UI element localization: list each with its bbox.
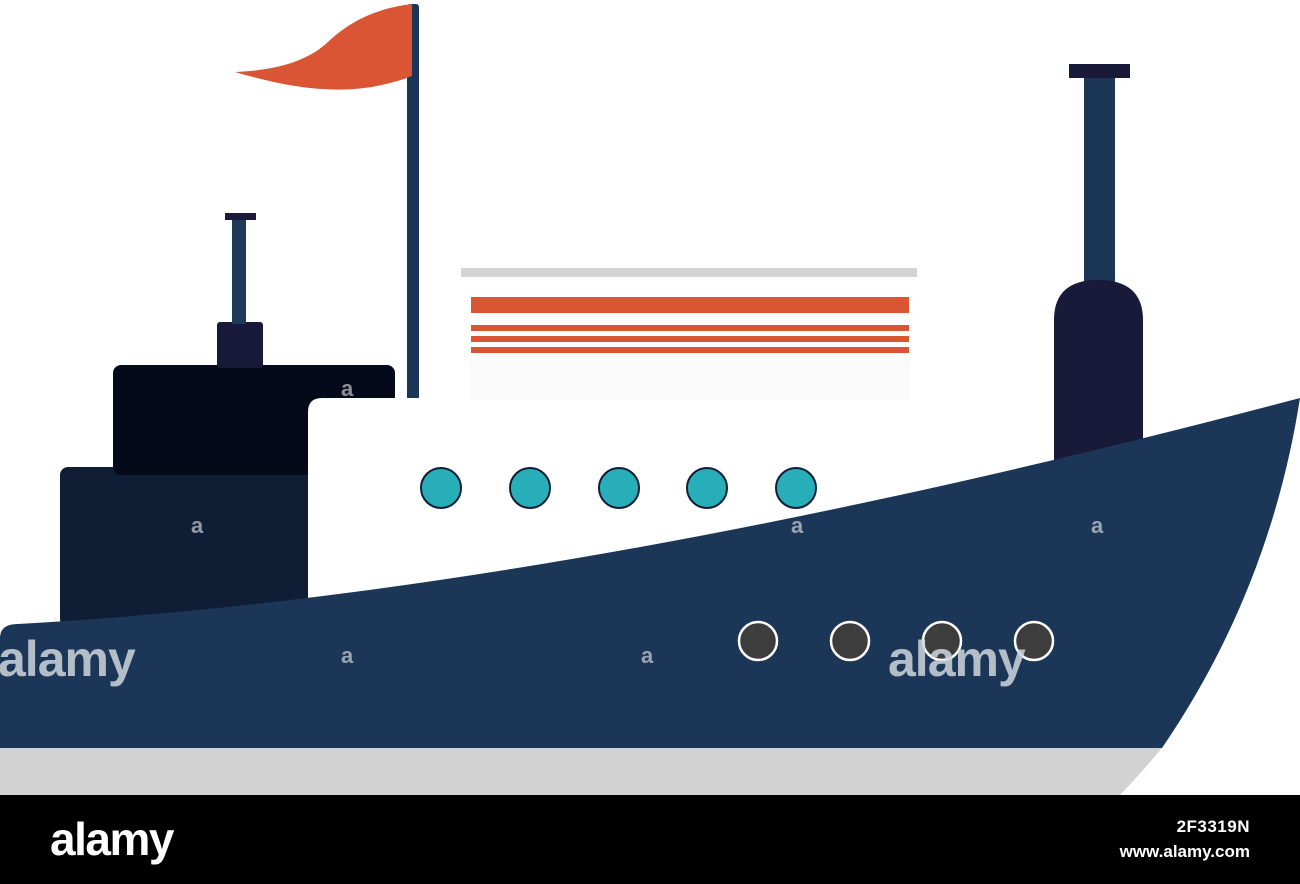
hull xyxy=(0,398,1300,748)
hull-stripe xyxy=(0,748,1162,795)
watermark-brand: alamy xyxy=(888,631,1026,687)
footer-image-id: 2F3319N xyxy=(1176,817,1250,836)
ship-scene: a a a a a a alamy alamy xyxy=(0,4,1300,795)
porthole xyxy=(1013,620,1055,662)
watermark-mark: a xyxy=(641,643,654,668)
stripe-red-3 xyxy=(471,347,909,353)
stripe-red-thick xyxy=(471,297,909,313)
front-mast-cap xyxy=(1069,64,1130,78)
footer-site-url: www.alamy.com xyxy=(1119,842,1250,861)
watermark-mark: a xyxy=(191,513,204,538)
cabin-window xyxy=(775,467,817,509)
cabin-window xyxy=(686,467,728,509)
funnel xyxy=(1054,280,1143,470)
cabin-window xyxy=(509,467,551,509)
watermark-mark: a xyxy=(341,376,354,401)
footer-meta: 2F3319N www.alamy.com xyxy=(1120,815,1250,865)
flag-icon xyxy=(235,4,412,90)
cabin-window xyxy=(598,467,640,509)
cabin-window xyxy=(420,467,462,509)
footer-logo: alamy xyxy=(50,813,174,865)
stripe-red-2 xyxy=(471,336,909,342)
rear-tower-lower xyxy=(60,467,310,627)
porthole xyxy=(829,620,871,662)
deck-rail xyxy=(461,268,917,277)
stripe-red-1 xyxy=(471,325,909,331)
hull-portholes xyxy=(737,620,1055,662)
rear-antenna-cap xyxy=(225,213,256,220)
front-mast xyxy=(1084,72,1115,292)
cabin-upper-panel xyxy=(470,360,910,400)
flag-pole xyxy=(407,4,419,400)
ship-illustration: a a a a a a alamy alamy xyxy=(0,4,1300,795)
watermark-mark: a xyxy=(791,513,804,538)
porthole xyxy=(921,620,963,662)
rear-antenna-base xyxy=(217,322,263,368)
watermark-footer: alamy 2F3319N www.alamy.com xyxy=(0,795,1300,884)
porthole xyxy=(737,620,779,662)
rear-antenna-mast xyxy=(232,218,246,324)
watermark-mark: a xyxy=(341,643,354,668)
watermark-brand: alamy xyxy=(0,631,136,687)
watermark-marks: a a a a a a alamy alamy xyxy=(0,376,1104,687)
watermark-mark: a xyxy=(1091,513,1104,538)
cabin-windows xyxy=(420,467,817,509)
